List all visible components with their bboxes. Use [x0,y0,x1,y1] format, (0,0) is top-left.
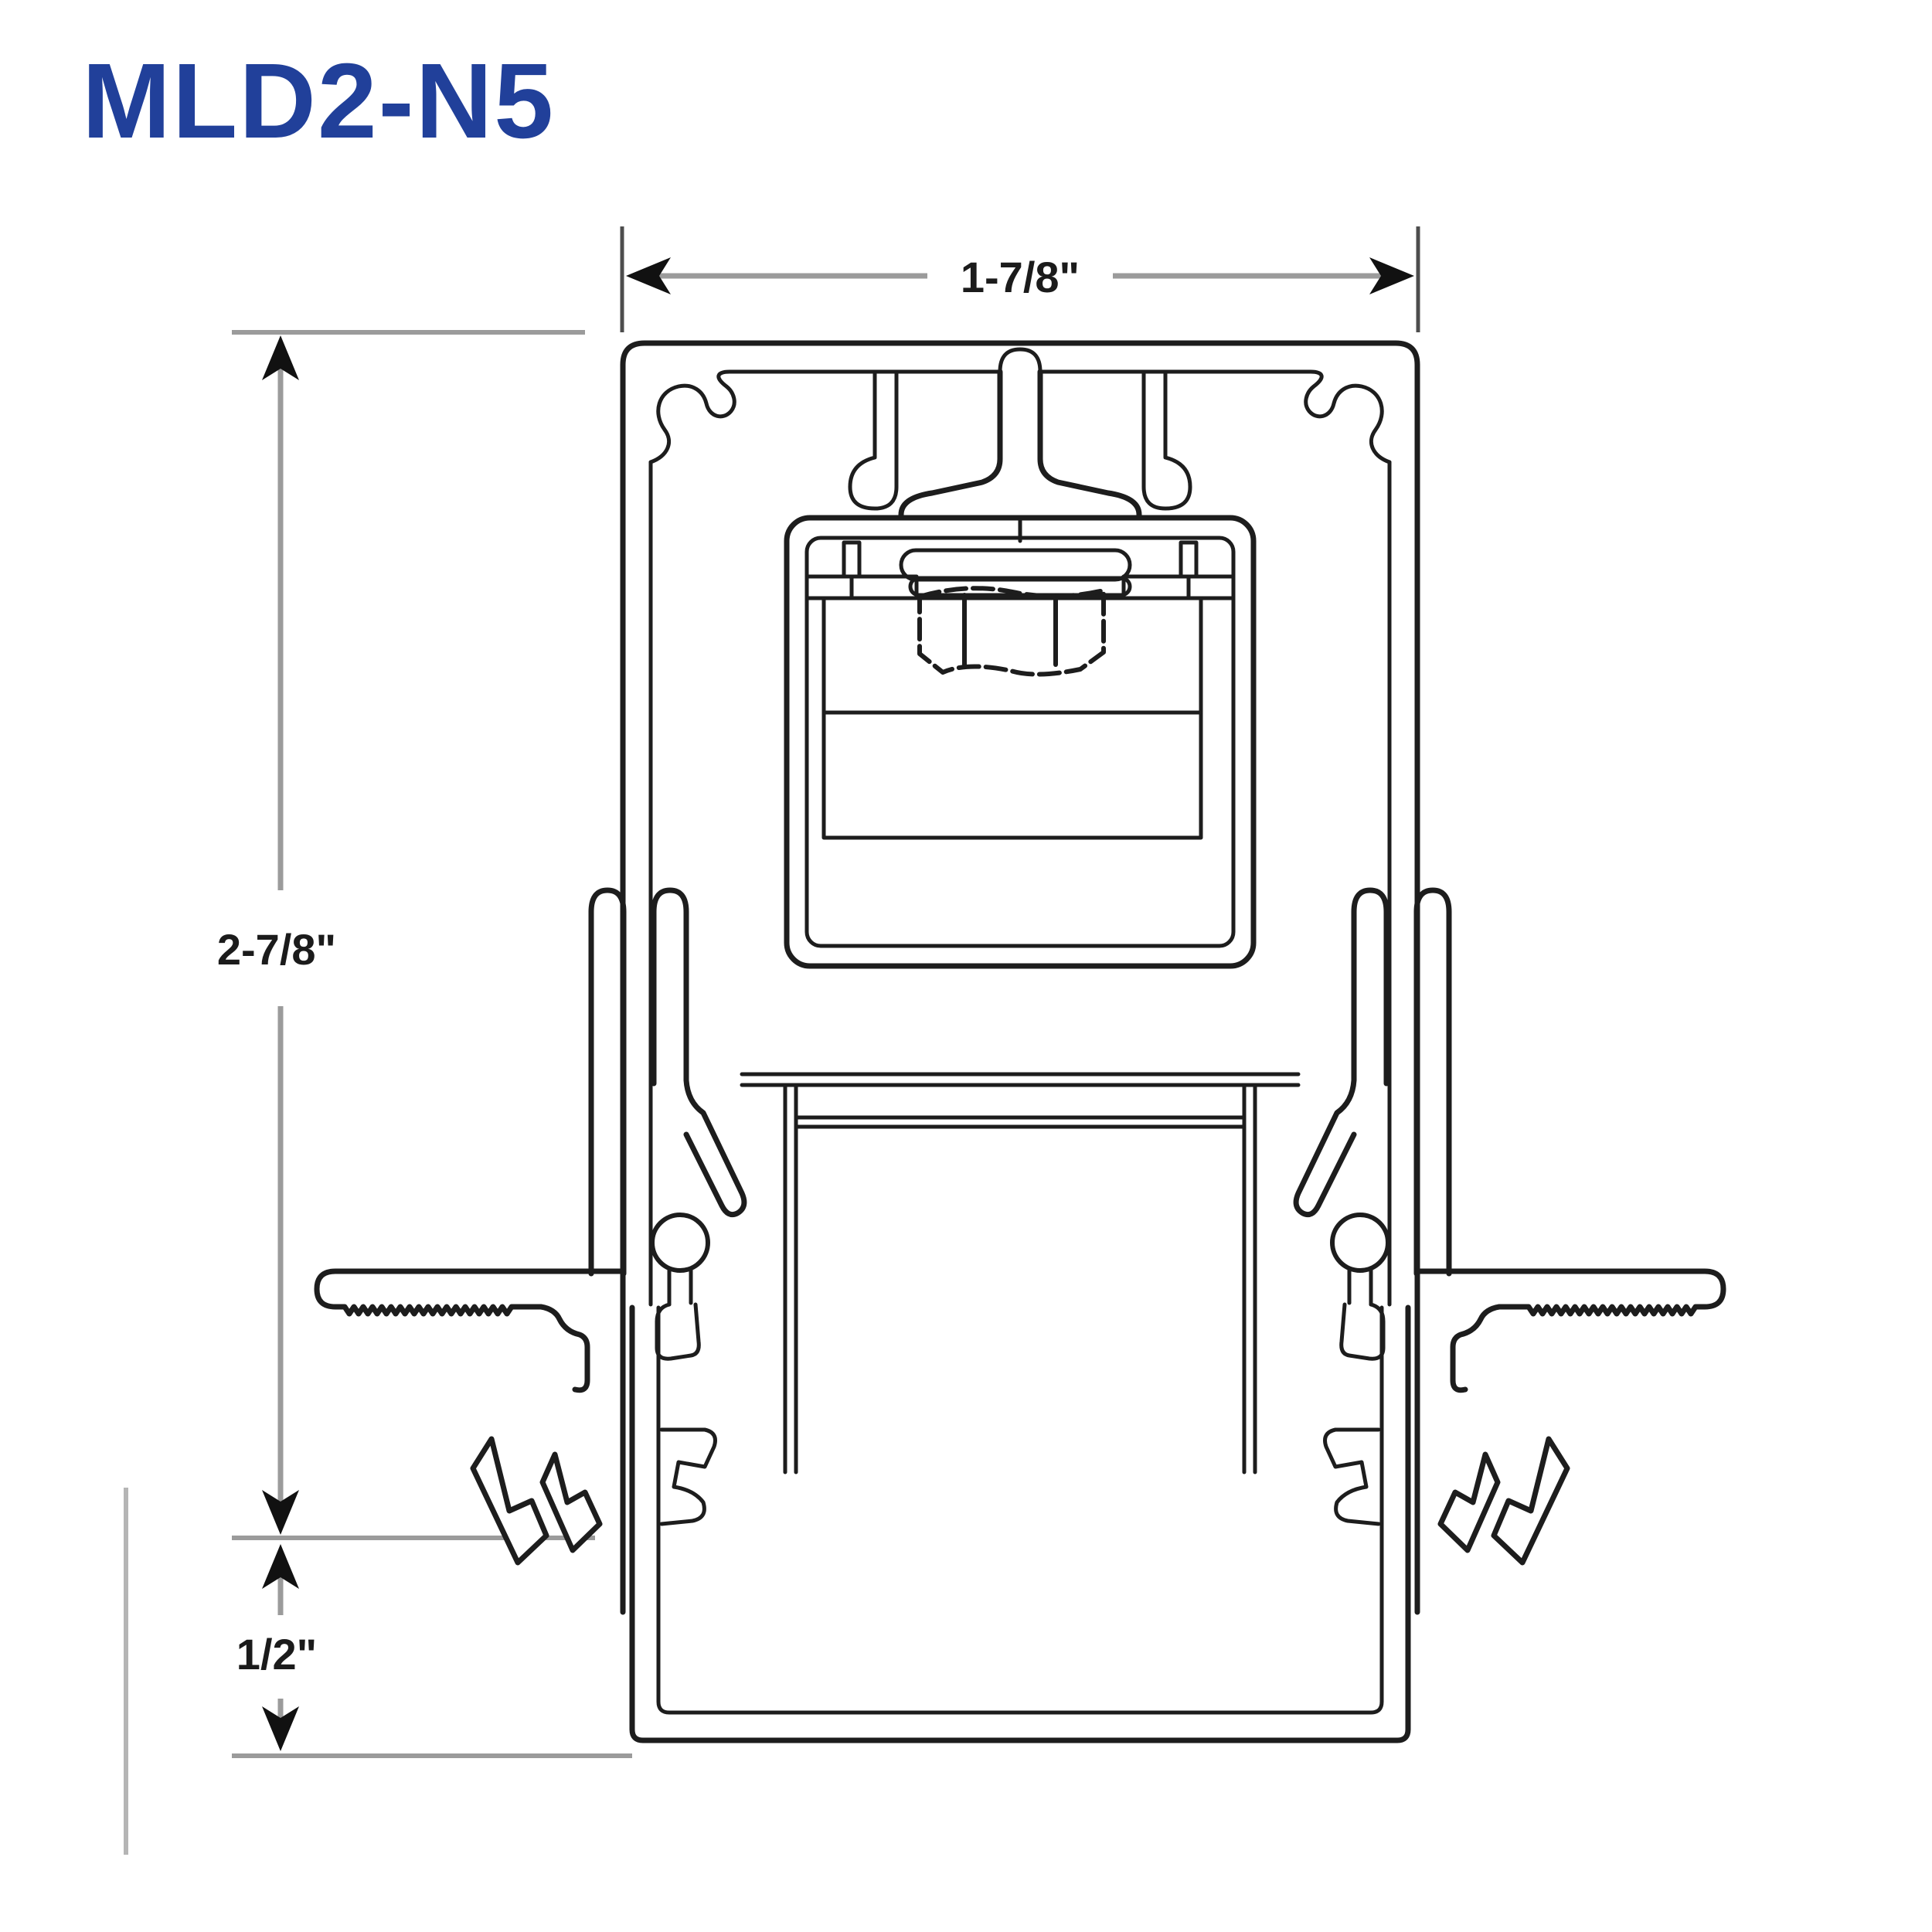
profile-left-half [314,340,1023,1743]
lens-grip [659,1427,717,1526]
side-plate [804,574,919,600]
center-rib-top [998,347,1043,374]
arrow-right-icon [1369,257,1414,294]
mounting-wing [314,1268,626,1393]
page-title: MLD2-N5 [82,42,556,161]
dimension-width: 1-7/8" [620,226,1420,332]
keyhole-foot [655,1302,701,1361]
arrow-down-icon [262,1490,299,1535]
dimension-height-label: 2-7/8" [217,925,336,974]
driver-box-outer [784,515,1257,969]
cavity-rib [848,369,899,511]
housing-outer-wall [620,340,1023,1615]
bracket-tab [1179,540,1199,579]
lens-channel-outer [629,1304,1023,1743]
bracket-tab [842,540,862,579]
lens-channel-inner [656,1305,1022,1715]
spring-clip-inner-finger [651,887,747,1218]
dimension-height: 2-7/8" [217,330,595,1540]
mounting-bracket-bar [899,548,1132,582]
hex-nut-outline [917,586,1106,677]
driver-box [784,515,1257,969]
arrow-up-icon [262,1544,299,1589]
center-rib [898,369,1142,521]
driver-box-inner [804,536,1236,948]
arrow-down-icon [262,1706,299,1751]
arrow-up-icon [262,335,299,380]
arrow-left-icon [626,257,671,294]
keyhole-spring [650,1213,710,1273]
retention-hook [539,1451,603,1553]
retention-hook [470,1436,549,1566]
spring-clip-outer-finger [588,887,627,1277]
led-shelf [740,1072,1301,1129]
driver-compartment [821,596,1203,840]
dimension-width-label: 1-7/8" [961,253,1080,301]
screw-boss [648,369,750,464]
dimension-recess: 1/2" [124,1488,632,1855]
hex-nut [917,586,1106,677]
side-plate [1121,574,1236,600]
dimension-recess-label: 1/2" [236,1630,317,1679]
extrusion-profile [314,340,1723,1743]
